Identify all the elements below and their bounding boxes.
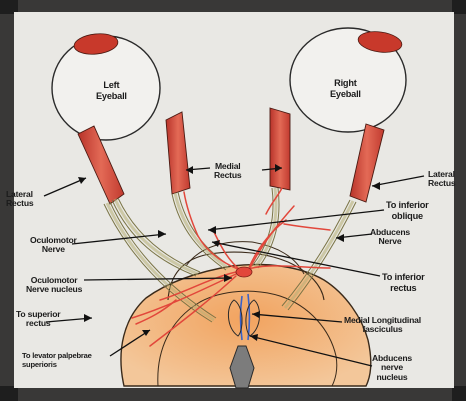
label-abducens-nerve: Abducens Nerve xyxy=(370,228,410,247)
oculomotor-nucleus xyxy=(236,267,252,277)
label-to-superior-rectus: To superior rectus xyxy=(16,310,60,329)
right-medial-rectus-muscle xyxy=(270,108,290,190)
label-medial-rectus: Medial Rectus xyxy=(214,162,241,181)
label-left-eyeball: Left Eyeball xyxy=(96,80,127,101)
label-to-inferior-oblique: To inferior oblique xyxy=(386,200,429,221)
paper-shadow-bottom xyxy=(0,386,466,401)
label-to-levator-palpebrae-superioris: To levator palpebrae superioris xyxy=(22,352,92,369)
label-medial-longitudinal-fasciculus: Medial Longitudinal fasciculus xyxy=(344,316,421,335)
label-lateral-rectus-left: Lateral Rectus xyxy=(6,190,33,209)
paper-shadow-right xyxy=(452,0,466,401)
label-oculomotor-nerve-nucleus: Oculomotor Nerve nucleus xyxy=(26,276,82,295)
paper-shadow-top xyxy=(0,0,466,14)
label-right-eyeball: Right Eyeball xyxy=(330,78,361,99)
label-oculomotor-nerve: Oculomotor Nerve xyxy=(30,236,77,255)
label-lateral-rectus-right: Lateral Rectus xyxy=(428,170,455,189)
label-abducens-nerve-nucleus: Abducens nerve nucleus xyxy=(372,354,412,382)
label-to-inferior-rectus: To inferior rectus xyxy=(382,272,425,293)
